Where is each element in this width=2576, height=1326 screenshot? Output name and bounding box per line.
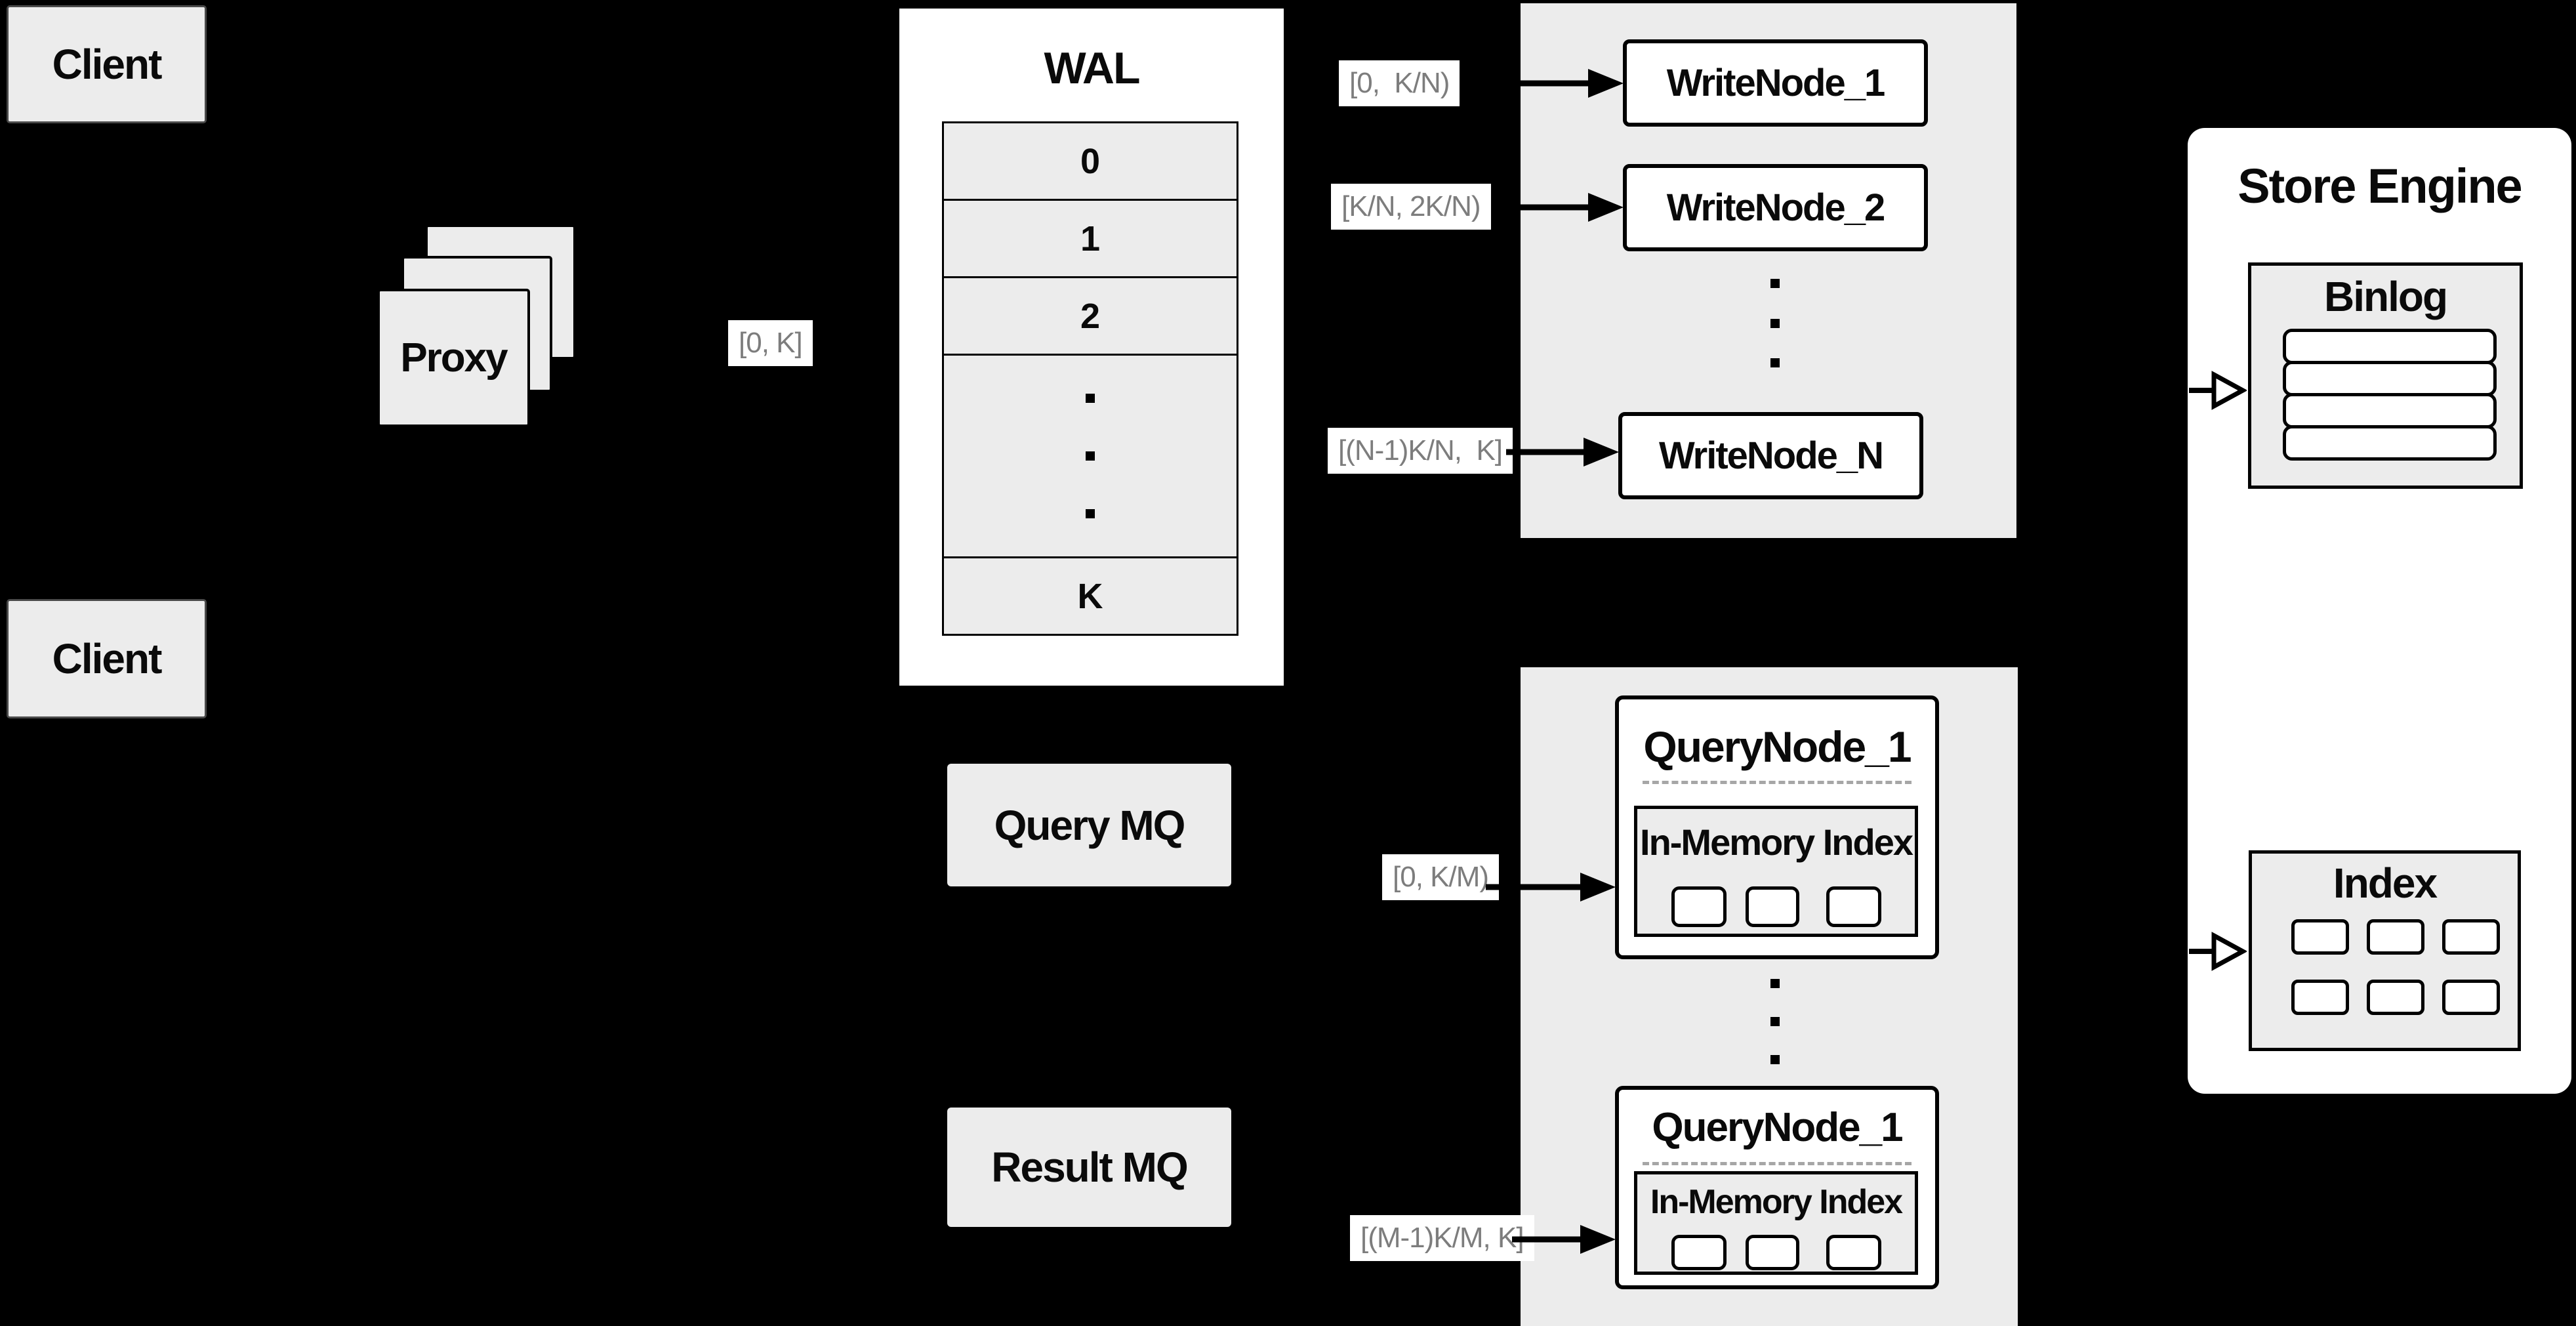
ellipsis-dots-write-nodes	[1770, 279, 1780, 367]
arrow-to-querynode-1-icon	[1486, 873, 1616, 901]
binlog-row	[2283, 393, 2497, 428]
store-engine-container: Store Engine Binlog Index	[2188, 128, 2571, 1094]
range-label-writenode-n: [(N-1)K/N, K]	[1328, 428, 1513, 474]
index-cell	[2367, 919, 2424, 955]
binlog-row	[2283, 425, 2497, 461]
write-node-1-label: WriteNode_1	[1666, 62, 1885, 104]
segment-chip	[1671, 1235, 1727, 1270]
index-box: Index	[2249, 850, 2521, 1051]
result-mq-label: Result MQ	[991, 1144, 1188, 1191]
store-engine-title: Store Engine	[2238, 159, 2522, 213]
index-cell	[2442, 919, 2500, 955]
segment-chip	[1746, 886, 1799, 927]
ellipsis-dots-query-nodes	[1770, 979, 1780, 1064]
query-node-1: QueryNode_1 In-Memory Index	[1615, 695, 1939, 959]
segment-chip	[1826, 1235, 1881, 1270]
write-node-2: WriteNode_2	[1623, 164, 1928, 251]
index-cell	[2291, 980, 2349, 1015]
query-node-2-title: QueryNode_1	[1652, 1105, 1903, 1150]
segment-chip	[1671, 886, 1727, 927]
client-node-bottom: Client	[7, 599, 207, 718]
query-mq-label: Query MQ	[994, 801, 1186, 849]
in-memory-index-1-title: In-Memory Index	[1640, 821, 1913, 863]
wal-row-1: 1	[942, 199, 1238, 278]
binlog-row	[2283, 329, 2497, 364]
range-label-writenode-2: [K/N, 2K/N)	[1331, 184, 1491, 230]
client-node-top: Client	[7, 5, 207, 123]
wal-segment-table: 0 1 2 K	[942, 121, 1238, 636]
binlog-box: Binlog	[2248, 262, 2523, 489]
proxy-node: Proxy	[377, 289, 530, 427]
result-mq-node: Result MQ	[947, 1108, 1231, 1227]
write-node-n-label: WriteNode_N	[1658, 434, 1884, 477]
proxy-label: Proxy	[400, 335, 508, 381]
client-bottom-label: Client	[52, 635, 163, 682]
range-label-querynode-1: [0, K/M)	[1382, 854, 1500, 900]
client-top-label: Client	[52, 41, 163, 88]
index-title: Index	[2333, 860, 2438, 907]
range-label-querynode-2: [(M-1)K/M, K]	[1350, 1215, 1534, 1261]
arrow-to-writenode-n-icon	[1506, 438, 1619, 466]
query-node-1-title: QueryNode_1	[1643, 722, 1912, 771]
in-memory-index-1: In-Memory Index	[1634, 806, 1918, 937]
index-cell	[2442, 980, 2500, 1015]
write-node-1: WriteNode_1	[1623, 39, 1928, 127]
segment-chip	[1826, 886, 1881, 927]
write-node-n: WriteNode_N	[1618, 412, 1923, 499]
wal-row-k: K	[942, 556, 1238, 636]
arrow-to-querynode-2-icon	[1512, 1225, 1616, 1254]
binlog-row	[2283, 361, 2497, 396]
query-mq-node: Query MQ	[947, 764, 1231, 886]
arrow-to-binlog-icon	[2189, 371, 2247, 410]
in-memory-index-2-title: In-Memory Index	[1650, 1183, 1903, 1221]
write-node-2-label: WriteNode_2	[1666, 186, 1885, 229]
arrow-to-index-icon	[2189, 932, 2247, 971]
query-node-2: QueryNode_1 In-Memory Index	[1615, 1086, 1939, 1289]
arrow-to-writenode-1-icon	[1478, 69, 1624, 98]
range-label-writenode-1: [0, K/N)	[1339, 60, 1460, 106]
binlog-title: Binlog	[2323, 273, 2448, 320]
ellipsis-dots-wal	[1086, 394, 1095, 518]
wal-row-0: 0	[942, 121, 1238, 201]
wal-row-ellipsis	[942, 354, 1238, 558]
index-cell	[2291, 919, 2349, 955]
dashed-divider	[1643, 1162, 1912, 1165]
dashed-divider	[1643, 781, 1912, 784]
in-memory-index-2: In-Memory Index	[1634, 1171, 1918, 1275]
segment-chip	[1746, 1235, 1799, 1270]
index-cell	[2367, 980, 2424, 1015]
arrow-to-writenode-2-icon	[1503, 193, 1624, 222]
wal-row-2: 2	[942, 276, 1238, 356]
wal-title: WAL	[1044, 43, 1140, 93]
range-label-proxy-to-wal: [0, K]	[728, 320, 813, 366]
